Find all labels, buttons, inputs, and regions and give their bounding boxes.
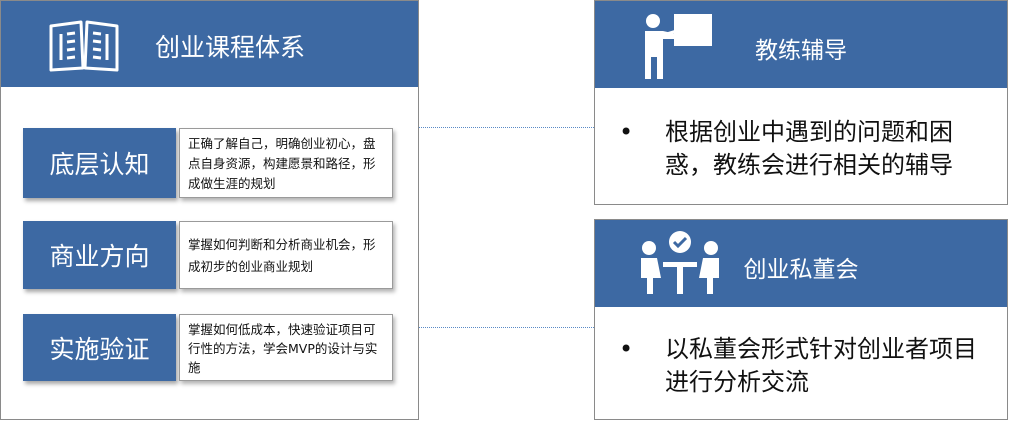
private-board-bullet-item: • 以私董会形式针对创业者项目进行分析交流 <box>619 333 993 399</box>
connector-line-top <box>419 127 594 128</box>
row-desc-validation: 掌握如何低成本，快速验证项目可行性的方法，学会MVP的设计与实施 <box>179 314 393 381</box>
coaching-bullet-item: • 根据创业中遇到的问题和困惑，教练会进行相关的辅导 <box>619 116 993 182</box>
row-desc-business: 掌握如何判断和分析商业机会，形成初步的创业商业规划 <box>179 221 393 289</box>
connector-line-bottom <box>419 327 594 328</box>
row-label-validation: 实施验证 <box>23 314 176 381</box>
meeting-group-icon <box>641 231 719 294</box>
coaching-title: 教练辅导 <box>755 38 847 64</box>
row-desc-foundation: 正确了解自己，明确创业初心，盘点自身资源，构建愿景和路径，形成做生涯的规划 <box>179 128 393 198</box>
bullet-dot: • <box>619 118 634 146</box>
coaching-header: 教练辅导 <box>595 1 1007 88</box>
row-label-business: 商业方向 <box>23 221 176 289</box>
coaching-description: 根据创业中遇到的问题和困惑，教练会进行相关的辅导 <box>665 118 953 179</box>
coaching-panel: 教练辅导 • 根据创业中遇到的问题和困惑，教练会进行相关的辅导 <box>594 0 1008 205</box>
book-icon <box>49 20 119 72</box>
course-system-panel: 创业课程体系 底层认知 正确了解自己，明确创业初心，盘点自身资源，构建愿景和路径… <box>0 0 419 420</box>
private-board-title: 创业私董会 <box>743 257 859 283</box>
private-board-panel: 创业私董会 • 以私董会形式针对创业者项目进行分析交流 <box>594 219 1008 420</box>
row-label-foundation: 底层认知 <box>23 128 176 198</box>
private-board-header: 创业私董会 <box>595 220 1007 307</box>
bullet-dot: • <box>619 335 634 363</box>
private-board-description: 以私董会形式针对创业者项目进行分析交流 <box>665 335 977 396</box>
teacher-board-icon <box>645 14 712 79</box>
course-system-title: 创业课程体系 <box>155 33 306 62</box>
course-system-header: 创业课程体系 <box>1 1 418 87</box>
